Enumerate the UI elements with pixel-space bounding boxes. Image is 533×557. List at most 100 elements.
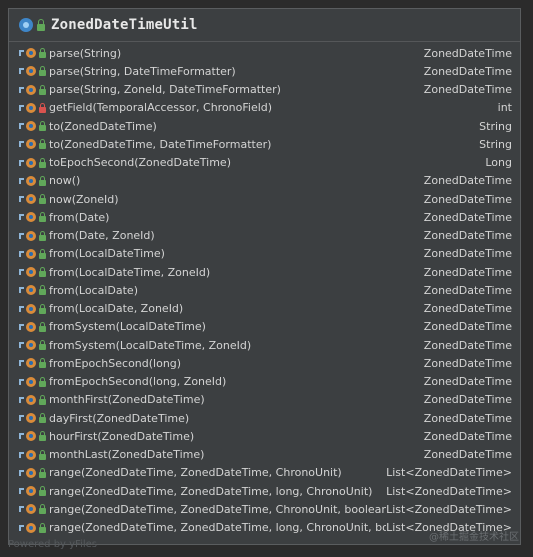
method-signature: range(ZonedDateTime, ZonedDateTime, Chro…: [49, 502, 387, 516]
method-row[interactable]: hourFirst(ZonedDateTime) ZonedDateTime: [9, 427, 520, 445]
method-return-type: ZonedDateTime: [423, 210, 512, 224]
method-signature: parse(String, DateTimeFormatter): [49, 64, 236, 78]
method-icon: [26, 230, 36, 241]
method-icon: [26, 340, 36, 351]
public-lock-icon: [39, 267, 46, 278]
method-icon: [26, 376, 36, 387]
method-signature: from(Date, ZoneId): [49, 229, 155, 243]
static-marker-icon: [19, 341, 25, 349]
static-marker-icon: [19, 378, 25, 386]
method-return-type: ZonedDateTime: [423, 411, 512, 425]
footer-text: Powered by yFiles: [8, 539, 97, 550]
method-icon: [26, 157, 36, 168]
member-icons: [19, 321, 49, 332]
method-row[interactable]: fromEpochSecond(long)ZonedDateTime: [9, 354, 520, 372]
method-return-type: ZonedDateTime: [423, 375, 512, 389]
method-row[interactable]: fromSystem(LocalDateTime, ZoneId) ZonedDa…: [9, 336, 520, 354]
static-marker-icon: [19, 140, 25, 148]
member-icons: [19, 157, 49, 168]
method-signature: fromSystem(LocalDateTime, ZoneId): [49, 338, 252, 352]
method-row[interactable]: parse(String, DateTimeFormatter)ZonedDat…: [9, 62, 520, 80]
static-marker-icon: [19, 432, 25, 440]
public-lock-icon: [39, 66, 46, 77]
member-icons: [19, 84, 49, 95]
method-icon: [26, 285, 36, 296]
method-row[interactable]: fromEpochSecond(long, ZoneId)ZonedDateTi…: [9, 373, 520, 391]
public-lock-icon: [39, 467, 46, 478]
method-row[interactable]: range(ZonedDateTime, ZonedDateTime, long…: [9, 519, 520, 537]
member-icons: [19, 285, 49, 296]
method-icon: [26, 303, 36, 314]
member-icons: [19, 486, 49, 497]
method-return-type: String: [479, 119, 512, 133]
method-return-type: ZonedDateTime: [423, 174, 512, 188]
static-marker-icon: [19, 195, 25, 203]
static-marker-icon: [19, 359, 25, 367]
member-icons: [19, 230, 49, 241]
method-row[interactable]: from(Date)ZonedDateTime: [9, 208, 520, 226]
method-return-type: ZonedDateTime: [423, 338, 512, 352]
method-signature: to(ZonedDateTime): [49, 119, 157, 133]
public-lock-icon: [39, 248, 46, 259]
method-row[interactable]: fromSystem(LocalDateTime)ZonedDateTime: [9, 318, 520, 336]
method-icon: [26, 102, 36, 113]
method-return-type: List<ZonedDateTime>: [386, 521, 512, 535]
public-lock-icon: [39, 394, 46, 405]
method-signature: fromEpochSecond(long): [49, 356, 182, 370]
method-signature: from(LocalDate): [49, 283, 138, 297]
member-icons: [19, 340, 49, 351]
public-lock-icon: [39, 376, 46, 387]
method-row[interactable]: now()ZonedDateTime: [9, 172, 520, 190]
method-row[interactable]: from(LocalDate)ZonedDateTime: [9, 281, 520, 299]
static-marker-icon: [19, 213, 25, 221]
method-row[interactable]: from(Date, ZoneId)ZonedDateTime: [9, 227, 520, 245]
public-lock-icon: [39, 449, 46, 460]
method-row[interactable]: dayFirst(ZonedDateTime) ZonedDateTime: [9, 409, 520, 427]
method-row[interactable]: monthLast(ZonedDateTime)ZonedDateTime: [9, 446, 520, 464]
method-row[interactable]: now(ZoneId)ZonedDateTime: [9, 190, 520, 208]
member-icons: [19, 394, 49, 405]
method-return-type: ZonedDateTime: [423, 302, 512, 316]
member-icons: [19, 358, 49, 369]
static-marker-icon: [19, 305, 25, 313]
watermark-text: @稀土掘金技术社区: [429, 532, 519, 543]
method-icon: [26, 522, 36, 533]
method-row[interactable]: monthFirst(ZonedDateTime)ZonedDateTime: [9, 391, 520, 409]
method-row[interactable]: to(ZonedDateTime, DateTimeFormatter)Stri…: [9, 135, 520, 153]
class-title: ZonedDateTimeUtil: [51, 17, 198, 33]
member-icons: [19, 467, 49, 478]
method-row[interactable]: from(LocalDateTime)ZonedDateTime: [9, 245, 520, 263]
method-signature: dayFirst(ZonedDateTime): [49, 411, 190, 425]
method-icon: [26, 449, 36, 460]
static-marker-icon: [19, 469, 25, 477]
method-row[interactable]: toEpochSecond(ZonedDateTime)Long: [9, 154, 520, 172]
method-row[interactable]: range(ZonedDateTime, ZonedDateTime, Chro…: [9, 500, 520, 518]
method-row[interactable]: to(ZonedDateTime) String: [9, 117, 520, 135]
method-signature: range(ZonedDateTime, ZonedDateTime, long…: [49, 521, 387, 535]
class-header[interactable]: ZonedDateTimeUtil: [9, 9, 520, 42]
method-row[interactable]: getField(TemporalAccessor, ChronoField)i…: [9, 99, 520, 117]
method-row[interactable]: from(LocalDate, ZoneId)ZonedDateTime: [9, 300, 520, 318]
method-return-type: ZonedDateTime: [423, 429, 512, 443]
static-marker-icon: [19, 487, 25, 495]
method-icon: [26, 467, 36, 478]
method-row[interactable]: range(ZonedDateTime, ZonedDateTime, Chro…: [9, 464, 520, 482]
member-icons: [19, 175, 49, 186]
method-icon: [26, 248, 36, 259]
method-row[interactable]: range(ZonedDateTime, ZonedDateTime, long…: [9, 482, 520, 500]
member-icons: [19, 522, 49, 533]
method-icon: [26, 413, 36, 424]
public-lock-icon: [39, 175, 46, 186]
method-row[interactable]: from(LocalDateTime, ZoneId)ZonedDateTime: [9, 263, 520, 281]
method-icon: [26, 66, 36, 77]
public-lock-icon: [39, 121, 46, 132]
public-lock-icon: [39, 413, 46, 424]
method-icon: [26, 194, 36, 205]
method-row[interactable]: parse(String)ZonedDateTime: [9, 44, 520, 62]
public-lock-icon: [39, 431, 46, 442]
method-row[interactable]: parse(String, ZoneId, DateTimeFormatter)…: [9, 81, 520, 99]
method-return-type: List<ZonedDateTime>: [386, 484, 512, 498]
method-return-type: ZonedDateTime: [423, 265, 512, 279]
method-signature: hourFirst(ZonedDateTime): [49, 429, 195, 443]
static-marker-icon: [19, 232, 25, 240]
